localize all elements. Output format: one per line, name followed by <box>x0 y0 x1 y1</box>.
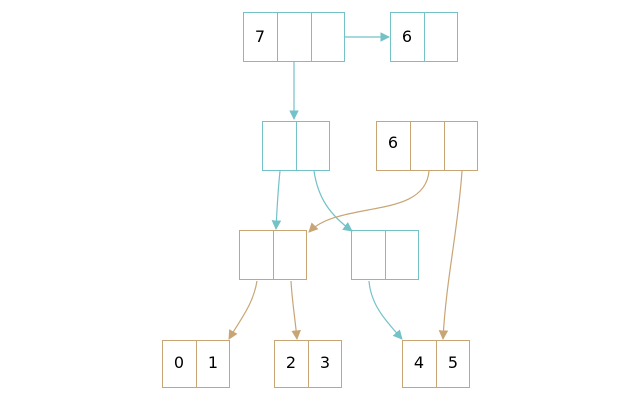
edge-mid-tan-to-lower-tan <box>308 170 430 233</box>
node-top-right-label: 6 <box>402 27 412 46</box>
node-top-right <box>390 12 458 62</box>
node-mid-tan-label: 6 <box>388 133 398 152</box>
node-leaf-01 <box>162 340 230 388</box>
node-mid-teal <box>262 121 330 171</box>
node-mid-tan <box>376 121 478 171</box>
edge-lower-tan-to-leaf-23 <box>290 280 301 340</box>
node-top-left-label: 7 <box>255 27 265 46</box>
node-top-left <box>243 12 345 62</box>
leaf-23-cell-0: 2 <box>286 353 296 372</box>
leaf-45-cell-1: 5 <box>448 353 458 372</box>
node-lower-teal <box>351 230 419 280</box>
leaf-23-cell-1: 3 <box>320 353 330 372</box>
node-lower-tan <box>239 230 307 280</box>
edge-lower-teal-to-leaf-45 <box>368 280 403 340</box>
leaf-01-cell-1: 1 <box>208 353 218 372</box>
edge-mid-tan-to-leaf-45 <box>438 170 463 340</box>
edge-mid-teal-to-lower-teal <box>313 170 353 232</box>
leaf-45-cell-0: 4 <box>414 353 424 372</box>
node-leaf-23 <box>274 340 342 388</box>
leaf-01-cell-0: 0 <box>174 353 184 372</box>
edges <box>228 32 463 340</box>
node-leaf-45 <box>402 340 470 388</box>
edge-mid-teal-to-lower-tan <box>271 170 282 230</box>
edge-lower-tan-to-leaf-01 <box>228 280 258 340</box>
